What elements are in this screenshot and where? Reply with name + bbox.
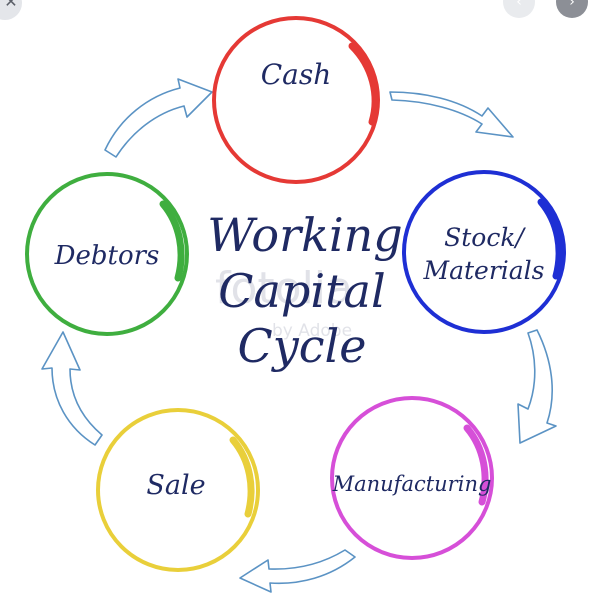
watermark-byline: by Adobe [272, 321, 352, 341]
title-line-working: Working [207, 208, 403, 262]
arrow-debtors-to-cash [104, 78, 213, 158]
arrow-stock-to-manufacturing [517, 329, 557, 444]
title-line-cycle: Cycle [238, 319, 367, 373]
arrow-sale-to-debtors [41, 331, 103, 446]
node-label-cash: Cash [261, 58, 332, 91]
watermark-brand: fotolia [215, 263, 353, 314]
node-debtors: Debtors [25, 172, 189, 336]
close-button[interactable]: ✕ [0, 0, 22, 20]
next-button[interactable]: › [556, 0, 588, 18]
node-manufacturing: Manufacturing [330, 396, 494, 560]
node-label-stock: Stock/ [444, 223, 526, 252]
node-label-debtors: Debtors [54, 241, 160, 271]
node-stock: Stock/ Materials [402, 170, 566, 334]
previous-button[interactable]: ‹ [503, 0, 535, 18]
arrow-cash-to-stock [389, 91, 514, 138]
node-cash: Cash [212, 16, 380, 184]
node-sale: Sale [96, 408, 260, 572]
arrow-manufacturing-to-sale [239, 549, 356, 593]
center-title: Working Capital Cycle [207, 208, 403, 373]
chevron-left-icon: ‹ [516, 0, 522, 10]
close-icon: ✕ [4, 0, 18, 11]
title-line-capital: Capital [218, 264, 385, 318]
node-label-manufacturing: Manufacturing [332, 472, 492, 496]
chevron-right-icon: › [569, 0, 575, 10]
node-label-sale: Sale [146, 470, 205, 501]
node-label-materials: Materials [422, 256, 544, 285]
